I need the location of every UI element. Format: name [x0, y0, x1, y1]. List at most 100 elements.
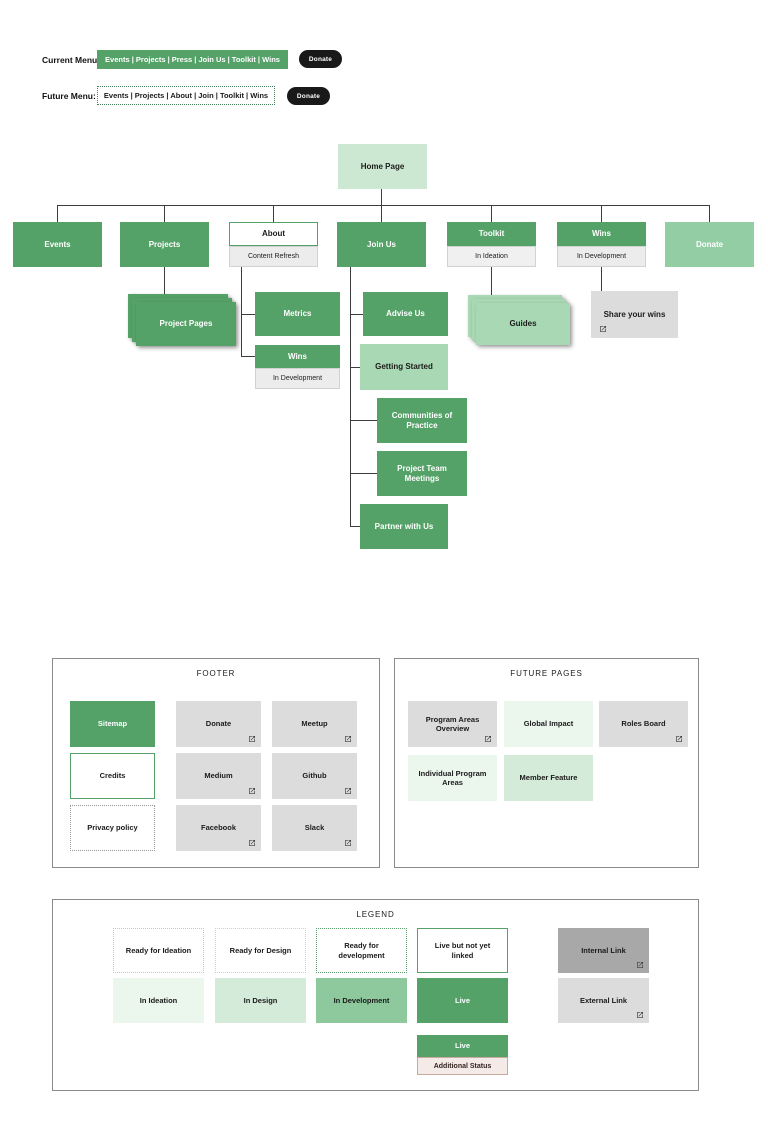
node-toolkit-status: In Ideation [447, 246, 536, 267]
node-about-status: Content Refresh [229, 246, 318, 267]
node-wins-status: In Development [557, 246, 646, 267]
external-link-icon [675, 735, 683, 743]
footer-item-label: Meetup [301, 719, 328, 729]
node-metrics[interactable]: Metrics [255, 292, 340, 336]
node-events[interactable]: Events [13, 222, 102, 267]
legend-ready-for-design: Ready for Design [215, 928, 306, 973]
node-wins[interactable]: Wins [557, 222, 646, 246]
connector-line [601, 205, 602, 222]
node-home-page[interactable]: Home Page [338, 144, 427, 189]
node-donate[interactable]: Donate [665, 222, 754, 267]
legend-additional-status: Additional Status [417, 1057, 508, 1075]
external-link-icon [636, 1011, 644, 1019]
node-partner-with-us[interactable]: Partner with Us [360, 504, 448, 549]
connector-line [241, 267, 242, 357]
node-project-pages[interactable]: Project Pages [136, 302, 236, 346]
legend-label: External Link [579, 995, 628, 1005]
current-menu-label: Current Menu: [42, 55, 101, 65]
legend-live-additional: Live [417, 1035, 508, 1057]
external-link-icon [344, 839, 352, 847]
external-link-icon [599, 325, 607, 333]
share-your-wins-label: Share your wins [603, 309, 666, 319]
footer-item-facebook[interactable]: Facebook [176, 805, 261, 851]
footer-item-privacy-policy[interactable]: Privacy policy [70, 805, 155, 851]
future-page-roles-board[interactable]: Roles Board [599, 701, 688, 747]
external-link-icon [248, 839, 256, 847]
footer-item-sitemap[interactable]: Sitemap [70, 701, 155, 747]
connector-line [491, 205, 492, 222]
external-link-icon [344, 787, 352, 795]
external-link-icon [248, 787, 256, 795]
future-page-member-feature[interactable]: Member Feature [504, 755, 593, 801]
future-menu-bar[interactable]: Events | Projects | About | Join | Toolk… [97, 86, 275, 105]
footer-title: FOOTER [196, 669, 236, 678]
footer-item-github[interactable]: Github [272, 753, 357, 799]
legend-internal-link: Internal Link [558, 928, 649, 973]
future-pages-title: FUTURE PAGES [510, 669, 583, 678]
connector-line [241, 356, 255, 357]
future-donate-button[interactable]: Donate [287, 87, 330, 105]
legend-ready-for-ideation: Ready for Ideation [113, 928, 204, 973]
future-page-label: Program Areas Overview [425, 714, 480, 733]
footer-item-credits[interactable]: Credits [70, 753, 155, 799]
connector-line [350, 367, 360, 368]
connector-line [350, 420, 377, 421]
node-advise-us[interactable]: Advise Us [363, 292, 448, 336]
legend-in-ideation: In Ideation [113, 978, 204, 1023]
connector-line [381, 189, 382, 205]
connector-line [709, 205, 710, 222]
connector-line [164, 205, 165, 222]
legend-external-link: External Link [558, 978, 649, 1023]
footer-item-label: Donate [205, 719, 232, 729]
footer-item-label: Medium [204, 771, 233, 781]
future-page-label: Roles Board [621, 719, 666, 729]
internal-link-icon [636, 961, 644, 969]
external-link-icon [344, 735, 352, 743]
footer-item-label: Facebook [200, 823, 236, 833]
footer-item-meetup[interactable]: Meetup [272, 701, 357, 747]
node-join-us[interactable]: Join Us [337, 222, 426, 267]
connector-line [491, 267, 492, 295]
future-page-program-areas-overview[interactable]: Program Areas Overview [408, 701, 497, 747]
connector-line [350, 267, 351, 527]
connector-line [57, 205, 58, 222]
connector-line [601, 267, 602, 291]
footer-item-label: Github [302, 771, 327, 781]
legend-title: LEGEND [356, 910, 395, 919]
connector-line [241, 314, 255, 315]
node-getting-started[interactable]: Getting Started [360, 344, 448, 390]
legend-label: Internal Link [581, 945, 626, 955]
external-link-icon [248, 735, 256, 743]
internal-link-icon [484, 735, 492, 743]
node-about-wins-status: In Development [255, 368, 340, 389]
legend-ready-for-development: Ready for development [316, 928, 407, 973]
footer-item-donate[interactable]: Donate [176, 701, 261, 747]
connector-line [350, 473, 377, 474]
current-donate-button[interactable]: Donate [299, 50, 342, 68]
node-guides[interactable]: Guides [476, 303, 570, 345]
node-about[interactable]: About [229, 222, 318, 246]
node-communities-of-practice[interactable]: Communities of Practice [377, 398, 467, 443]
footer-item-medium[interactable]: Medium [176, 753, 261, 799]
node-about-wins[interactable]: Wins [255, 345, 340, 368]
connector-line [350, 314, 363, 315]
node-toolkit[interactable]: Toolkit [447, 222, 536, 246]
connector-line [350, 526, 360, 527]
node-project-team-meetings[interactable]: Project Team Meetings [377, 451, 467, 496]
connector-line [273, 205, 274, 222]
current-menu-bar[interactable]: Events | Projects | Press | Join Us | To… [97, 50, 288, 69]
legend-in-development: In Development [316, 978, 407, 1023]
legend-in-design: In Design [215, 978, 306, 1023]
connector-line [57, 205, 710, 206]
future-menu-label: Future Menu: [42, 91, 96, 101]
legend-live-not-yet-linked: Live but not yet linked [417, 928, 508, 973]
connector-line [164, 267, 165, 295]
footer-item-label: Slack [304, 823, 325, 833]
node-share-your-wins[interactable]: Share your wins [591, 291, 678, 338]
connector-line [381, 205, 382, 222]
node-projects[interactable]: Projects [120, 222, 209, 267]
footer-item-slack[interactable]: Slack [272, 805, 357, 851]
future-page-global-impact[interactable]: Global Impact [504, 701, 593, 747]
future-page-individual-program-areas[interactable]: Individual Program Areas [408, 755, 497, 801]
